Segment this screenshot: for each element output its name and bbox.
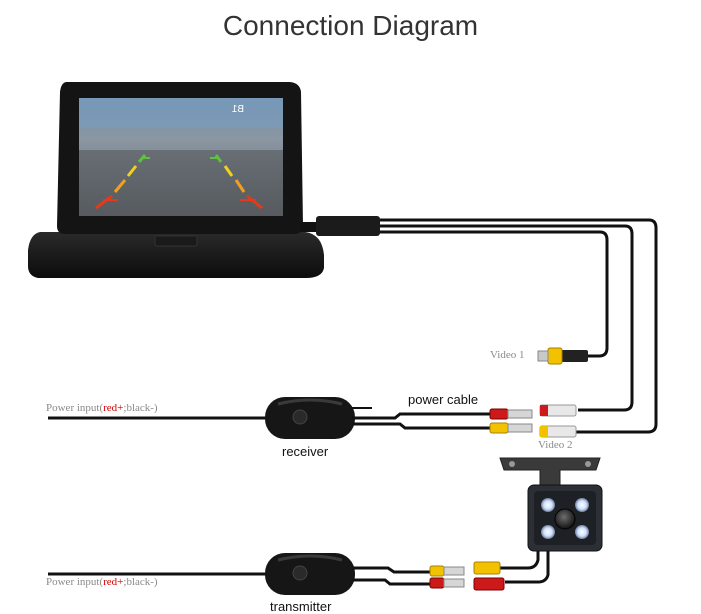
- transmitter-box: [265, 553, 355, 595]
- screen-sky: [79, 98, 283, 128]
- monitor-plug: [316, 216, 380, 236]
- receiver-unit: [48, 397, 577, 439]
- camera-led-bottom-right: [575, 525, 589, 539]
- power-input-negative: ;black-): [123, 402, 158, 414]
- camera-led-top-left: [541, 498, 555, 512]
- monitor-cable-bundle: [300, 216, 658, 434]
- camera-led-bottom-left: [541, 525, 555, 539]
- video2-cable: [380, 218, 658, 434]
- power-input-negative: ;black-): [123, 576, 158, 588]
- power-cable-label: power cable: [408, 392, 479, 407]
- rear-camera: [499, 457, 603, 584]
- screen-ground: [79, 150, 283, 216]
- receiver-rca-pair: [489, 404, 577, 438]
- screen-overlay-text: B1: [231, 104, 244, 115]
- video1-rca-connector: [537, 347, 588, 365]
- transmitter-label: transmitter: [270, 599, 332, 614]
- monitor-base: [28, 232, 324, 278]
- video1-label: Video 1: [490, 349, 525, 361]
- power-input-positive: red+: [103, 402, 124, 414]
- diagram-title: Connection Diagram: [222, 10, 479, 41]
- monitor: B1: [28, 82, 324, 278]
- monitor-hinge: [154, 235, 198, 247]
- camera-led-top-right: [575, 498, 589, 512]
- receiver-box: [265, 397, 355, 439]
- transmitter-rca-pair: [429, 561, 505, 591]
- power-input-prefix: Power input(: [46, 576, 104, 588]
- transmitter-power-input-label: Power input(red+;black-): [46, 576, 158, 588]
- transmitter-unit: [48, 553, 505, 595]
- receiver-label: receiver: [282, 444, 329, 459]
- camera-lens: [554, 508, 576, 530]
- power-input-positive: red+: [103, 576, 124, 588]
- power-lead-cable: [380, 224, 634, 412]
- receiver-power-input-label: Power input(red+;black-): [46, 402, 158, 414]
- parking-guide-lines: [95, 154, 263, 210]
- video1-cable: [380, 230, 609, 358]
- video2-label: Video 2: [538, 439, 573, 451]
- power-input-prefix: Power input(: [46, 402, 104, 414]
